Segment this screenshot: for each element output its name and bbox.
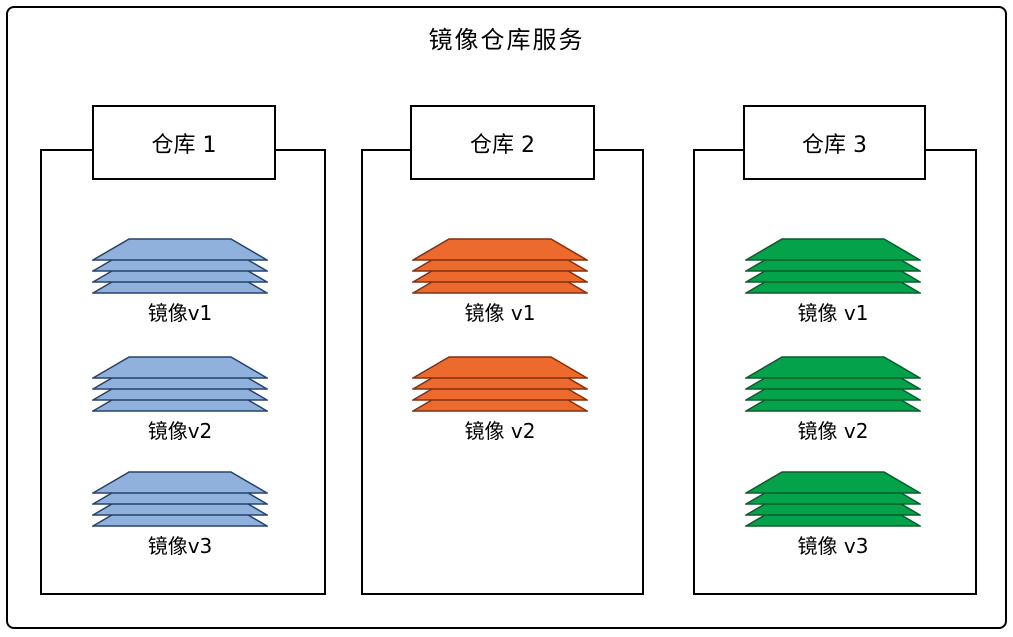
repo-1-title: 仓库 1 — [151, 132, 217, 158]
layer-stack-icon — [412, 356, 588, 412]
layer-stack-icon — [745, 238, 921, 294]
layer-stack-icon — [412, 238, 588, 294]
image-label: 镜像v3 — [147, 534, 213, 558]
repo-2-header: 仓库 2 — [410, 105, 595, 180]
repo-1-image-v3-stack: 镜像v3 — [92, 471, 268, 559]
diagram-title: 镜像仓库服务 — [428, 26, 585, 54]
image-label: 镜像 v1 — [464, 301, 536, 325]
repo-3-title: 仓库 3 — [802, 132, 867, 158]
repo-1-image-v2-stack: 镜像v2 — [92, 356, 268, 444]
repo-2-image-v1-stack: 镜像 v1 — [412, 238, 588, 326]
repo-1-image-v1-stack: 镜像v1 — [92, 238, 268, 326]
image-label: 镜像v1 — [147, 301, 213, 325]
image-label: 镜像v2 — [147, 419, 213, 443]
repo-3-image-v2-stack: 镜像 v2 — [745, 356, 921, 444]
image-label: 镜像 v1 — [797, 301, 869, 325]
repo-3-header: 仓库 3 — [743, 105, 926, 180]
image-label: 镜像 v2 — [464, 419, 536, 443]
repo-3-image-v3-stack: 镜像 v3 — [745, 471, 921, 559]
repo-2-image-v2-stack: 镜像 v2 — [412, 356, 588, 444]
layer-stack-icon — [92, 238, 268, 294]
repo-3-image-v1-stack: 镜像 v1 — [745, 238, 921, 326]
repo-2-title: 仓库 2 — [470, 132, 535, 158]
layer-stack-icon — [92, 471, 268, 527]
repo-1-header: 仓库 1 — [92, 105, 276, 180]
image-label: 镜像 v3 — [797, 534, 869, 558]
layer-stack-icon — [745, 471, 921, 527]
layer-stack-icon — [745, 356, 921, 412]
image-label: 镜像 v2 — [797, 419, 869, 443]
layer-stack-icon — [92, 356, 268, 412]
